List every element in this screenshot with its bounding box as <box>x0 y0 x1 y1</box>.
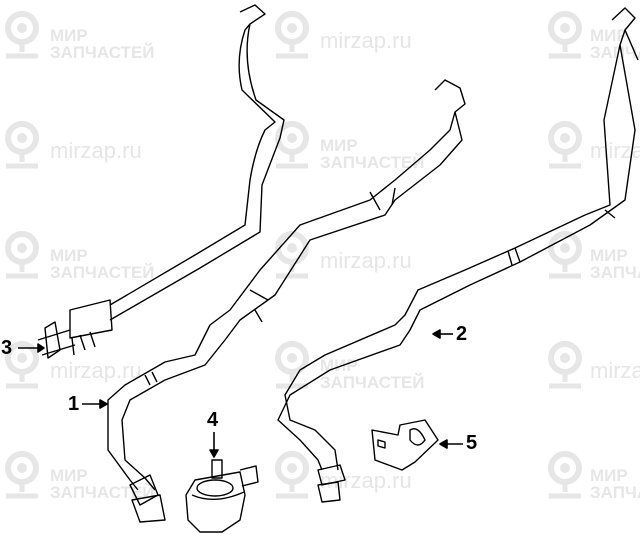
watermark-pin-icon <box>5 451 39 499</box>
watermark-pin-icon <box>275 341 309 389</box>
callout-4[interactable]: 4 <box>207 409 219 431</box>
watermark-pin-icon <box>548 341 582 389</box>
watermark-pin-icon <box>5 11 39 59</box>
callout-5[interactable]: 5 <box>466 432 478 454</box>
hose-3[interactable] <box>37 4 285 359</box>
callout-1[interactable]: 1 <box>68 393 80 415</box>
bracket[interactable] <box>371 419 439 471</box>
hose-1[interactable] <box>107 79 466 523</box>
watermark-pin-icon <box>5 341 39 389</box>
watermark-pin-icon <box>5 231 39 279</box>
watermark-pin-icon <box>275 121 309 169</box>
watermark-pin-icon <box>275 11 309 59</box>
watermark-pin-icon <box>275 451 309 499</box>
leader-arrows <box>18 329 463 458</box>
watermark-pin-icon <box>548 231 582 279</box>
callout-3[interactable]: 3 <box>1 337 13 359</box>
pump[interactable] <box>185 459 259 533</box>
callout-2[interactable]: 2 <box>456 323 468 345</box>
watermark-pin-icon <box>548 121 582 169</box>
watermark-pin-icon <box>5 121 39 169</box>
hose-2[interactable] <box>277 7 639 503</box>
watermark-pin-icon <box>548 451 582 499</box>
watermark-pin-icon <box>548 11 582 59</box>
